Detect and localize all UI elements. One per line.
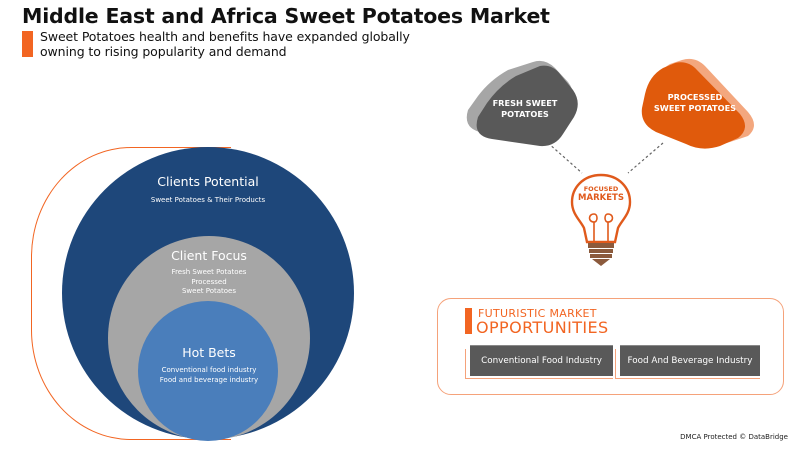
- clients-potential-label: Clients Potential Sweet Potatoes & Their…: [98, 174, 318, 206]
- subtitle-line-2: owning to rising popularity and demand: [40, 44, 287, 59]
- concentric-diagram: Clients Potential Sweet Potatoes & Their…: [31, 147, 354, 441]
- subtitle: Sweet Potatoes health and benefits have …: [40, 29, 460, 59]
- subtitle-line-1: Sweet Potatoes health and benefits have …: [40, 29, 410, 44]
- hot-bets-item: Food and beverage industry: [159, 375, 259, 384]
- opportunities-title-line-2: OPPORTUNITIES: [476, 318, 609, 337]
- markets-label: MARKETS: [578, 193, 624, 203]
- client-focus-title: Client Focus: [171, 248, 247, 263]
- clients-potential-title: Clients Potential: [157, 174, 259, 189]
- segment-label: PROCESSED: [667, 92, 723, 102]
- opportunity-card-conventional-food: Conventional Food Industry: [470, 345, 613, 376]
- hot-bets-label: Hot Bets Conventional food industry Food…: [99, 345, 319, 385]
- hot-bets-circle: [138, 301, 278, 441]
- opportunities-accent-bar: [465, 308, 472, 334]
- client-focus-label: Client Focus Fresh Sweet Potatoes Proces…: [99, 248, 319, 297]
- opportunity-card-food-beverage: Food And Beverage Industry: [620, 345, 760, 376]
- opportunity-card-shadow: [465, 349, 613, 379]
- focused-label: FOCUSED: [583, 185, 619, 193]
- opportunities-box: [437, 298, 784, 395]
- segment-label: SWEET POTATOES: [653, 103, 737, 113]
- client-focus-item: Processed: [191, 277, 227, 286]
- footer-copyright: DMCA Protected © DataBridge: [680, 433, 788, 441]
- opportunities-title-line-1: FUTURISTIC MARKET: [478, 307, 597, 320]
- hot-bets-title: Hot Bets: [182, 345, 236, 360]
- subtitle-accent-bar: [22, 31, 33, 57]
- orange-outline-decoration: [31, 147, 231, 440]
- segment-label: POTATOES: [501, 109, 549, 119]
- opportunity-card-shadow: [615, 349, 760, 379]
- clients-potential-item: Sweet Potatoes & Their Products: [150, 196, 266, 204]
- client-focus-item: Sweet Potatoes: [181, 287, 237, 295]
- segment-label: FRESH SWEET: [492, 98, 558, 108]
- page-title: Middle East and Africa Sweet Potatoes Ma…: [22, 4, 550, 28]
- fresh-sweet-potatoes-segment: FRESH SWEET POTATOES: [470, 98, 580, 120]
- client-focus-item: Fresh Sweet Potatoes: [171, 268, 247, 276]
- hot-bets-item: Conventional food industry: [161, 366, 257, 374]
- processed-sweet-potatoes-segment: PROCESSED SWEET POTATOES: [640, 92, 750, 114]
